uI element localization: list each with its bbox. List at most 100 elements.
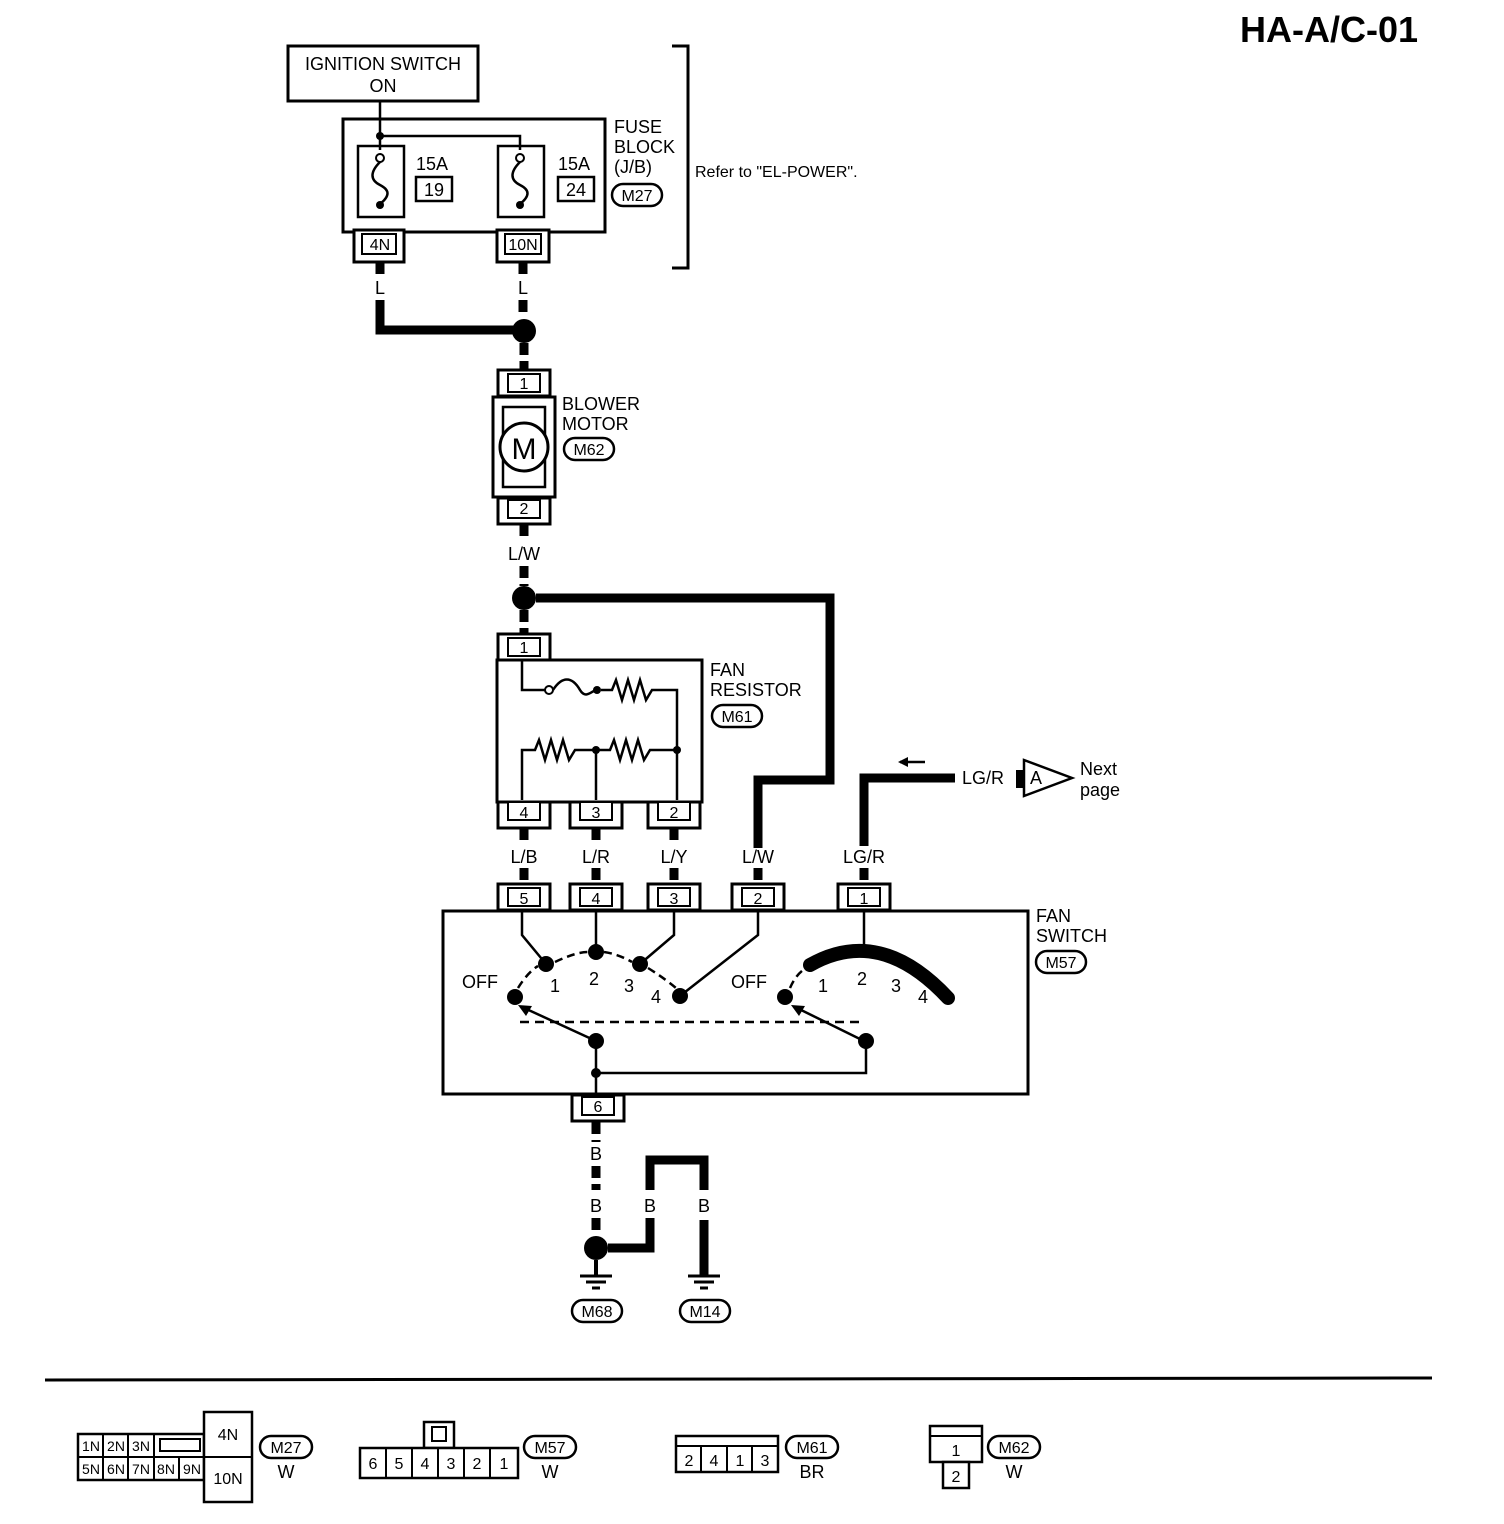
switch-left-off: OFF — [462, 972, 498, 992]
resistor-name-2: RESISTOR — [710, 680, 802, 700]
wire-ground-4: B — [698, 1196, 710, 1216]
m57-pin-1: 1 — [500, 1456, 509, 1473]
wire-lw-bypass — [536, 593, 835, 848]
m57-pin-3: 3 — [447, 1456, 456, 1473]
switch-name-2: SWITCH — [1036, 926, 1107, 946]
m61-pin-1: 1 — [736, 1453, 745, 1470]
connector-view-m62 — [928, 1424, 984, 1490]
wire-ground-3: B — [644, 1196, 656, 1216]
m57-pin-4: 4 — [421, 1456, 430, 1473]
switch-right-4: 4 — [918, 987, 928, 1007]
motor-connector: M62 — [573, 442, 604, 459]
motor-pin-1: 1 — [520, 376, 529, 393]
motor-name-2: MOTOR — [562, 414, 629, 434]
m27-pin-10n: 10N — [213, 1471, 242, 1488]
wire-l-fuse19 — [375, 300, 524, 335]
wire-ground-2: B — [590, 1196, 602, 1216]
m57-view-id: M57 — [534, 1440, 565, 1457]
fuse-block-name-2: BLOCK — [614, 137, 675, 157]
fan-switch — [441, 882, 1030, 1123]
fuse-24-rating: 15A — [558, 154, 590, 174]
m27-pin-7n: 7N — [132, 1461, 150, 1477]
switch-pin-5: 5 — [520, 891, 529, 908]
m61-pin-4: 4 — [710, 1453, 719, 1470]
switch-pin-6: 6 — [594, 1099, 603, 1116]
fuse-24-number: 24 — [566, 180, 586, 200]
refer-note: Refer to "EL-POWER". — [695, 164, 858, 181]
motor-name-1: BLOWER — [562, 394, 640, 414]
resistor-pin-2: 2 — [670, 805, 679, 822]
m62-view-color: W — [1006, 1462, 1023, 1482]
switch-pin-2: 2 — [754, 891, 763, 908]
next-page-marker: A — [1030, 768, 1042, 788]
motor-symbol: M — [512, 433, 537, 466]
next-page-line1: Next — [1080, 759, 1117, 779]
m57-pin-2: 2 — [473, 1456, 482, 1473]
wire-resistor-4-color: L/B — [510, 847, 537, 867]
wire-switch-2-color: L/W — [742, 847, 774, 867]
ground-m68: M68 — [581, 1304, 612, 1321]
m27-pin-5n: 5N — [82, 1461, 100, 1477]
m27-pin-3n: 3N — [132, 1438, 150, 1454]
m27-view-id: M27 — [270, 1440, 301, 1457]
m57-pin-6: 6 — [369, 1456, 378, 1473]
wire-ground-1: B — [590, 1144, 602, 1164]
m27-pin-4n: 4N — [218, 1427, 238, 1444]
m27-pin-9n: 9N — [183, 1461, 201, 1477]
m61-pin-2: 2 — [685, 1453, 694, 1470]
m62-pin-1: 1 — [952, 1443, 961, 1460]
m57-pin-5: 5 — [395, 1456, 404, 1473]
terminal-4n-label: 4N — [370, 237, 390, 254]
blower-motor — [491, 368, 557, 526]
ignition-switch-box — [286, 44, 480, 103]
fuse-block-connector: M27 — [621, 188, 652, 205]
next-page-marker-icon — [1022, 758, 1076, 798]
switch-left-4: 4 — [651, 987, 661, 1007]
m27-pin-8n: 8N — [157, 1461, 175, 1477]
m27-pin-2n: 2N — [107, 1438, 125, 1454]
junction-lw — [512, 586, 536, 610]
switch-left-2: 2 — [589, 969, 599, 989]
resistor-pin-3: 3 — [592, 805, 601, 822]
fuse-block-name-1: FUSE — [614, 117, 662, 137]
connector-view-m27 — [76, 1410, 254, 1504]
terminal-4n — [352, 228, 406, 264]
resistor-connector: M61 — [721, 709, 752, 726]
switch-left-1: 1 — [550, 976, 560, 996]
fuse-block-name-3: (J/B) — [614, 157, 652, 177]
divider — [44, 1376, 1433, 1382]
page-code: HA-A/C-01 — [1240, 9, 1418, 50]
switch-right-2: 2 — [857, 969, 867, 989]
resistor-name-1: FAN — [710, 660, 745, 680]
wire-motor-out-color: L/W — [508, 544, 540, 564]
fuse-19-rating: 15A — [416, 154, 448, 174]
resistor-pin-1: 1 — [520, 640, 529, 657]
terminal-10n-label: 10N — [508, 237, 537, 254]
wire-switch-1-color: LG/R — [843, 847, 885, 867]
fan-resistor — [495, 632, 704, 830]
m61-pin-3: 3 — [761, 1453, 770, 1470]
m57-view-color: W — [542, 1462, 559, 1482]
switch-right-3: 3 — [891, 976, 901, 996]
wire-resistor-2-color: L/Y — [660, 847, 687, 867]
connector-view-m61 — [674, 1434, 780, 1474]
m27-view-color: W — [278, 1462, 295, 1482]
wire-lgr-next — [859, 773, 955, 846]
fuse-block — [341, 101, 607, 234]
wire-resistor-3-color: L/R — [582, 847, 610, 867]
m62-view-id: M62 — [998, 1440, 1029, 1457]
ignition-switch-state: ON — [370, 76, 397, 96]
switch-right-1: 1 — [818, 976, 828, 996]
ground-m14: M14 — [689, 1304, 720, 1321]
next-page-line2: page — [1080, 780, 1120, 800]
switch-pin-1: 1 — [860, 891, 869, 908]
switch-connector: M57 — [1045, 955, 1076, 972]
m62-pin-2: 2 — [952, 1469, 961, 1486]
switch-pin-4: 4 — [592, 891, 601, 908]
switch-left-3: 3 — [624, 976, 634, 996]
junction-ground — [584, 1236, 608, 1260]
m27-pin-1n: 1N — [82, 1438, 100, 1454]
switch-pin-3: 3 — [670, 891, 679, 908]
wire-next-page-color: LG/R — [962, 768, 1004, 788]
